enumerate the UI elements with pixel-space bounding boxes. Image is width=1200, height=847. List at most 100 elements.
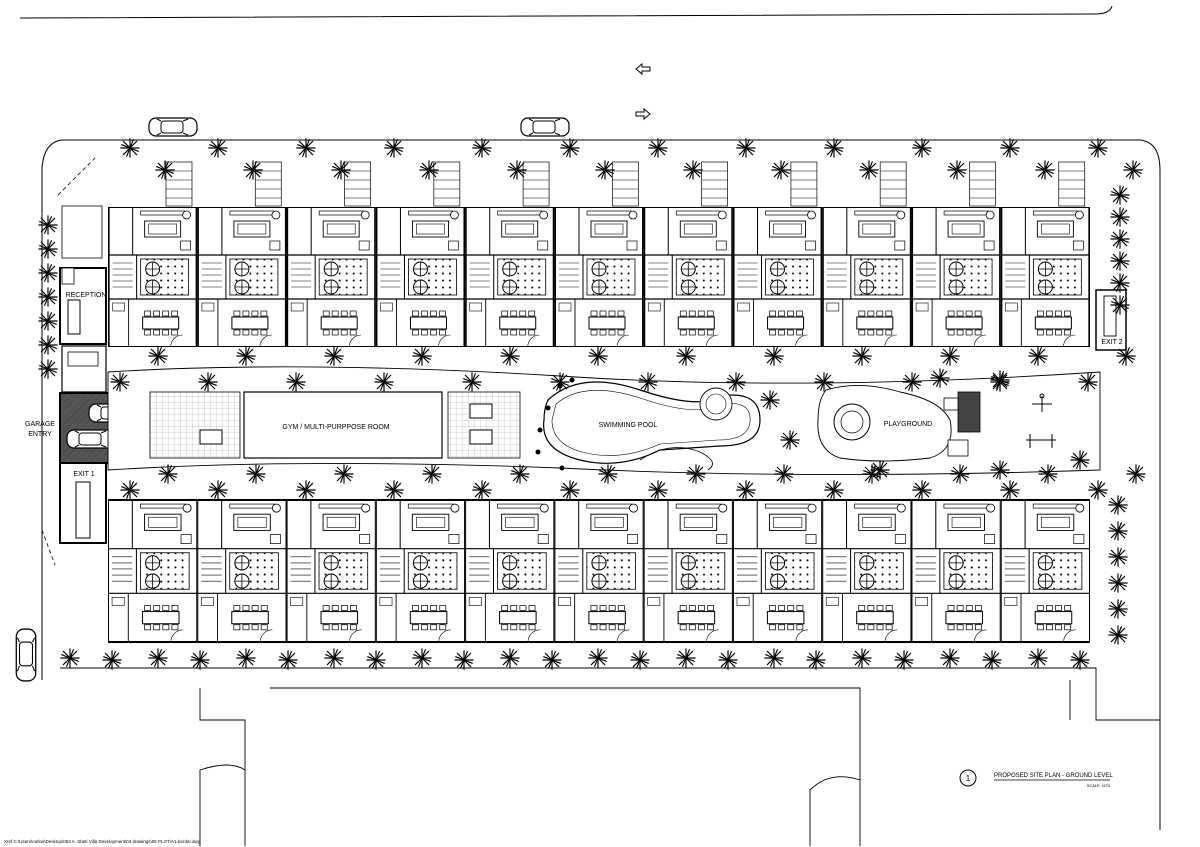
reception-desk <box>67 299 81 335</box>
pool-steps <box>639 447 713 471</box>
palm-tree-icon <box>462 372 482 392</box>
villa-unit-plan <box>108 498 198 644</box>
villa-unit <box>554 498 644 644</box>
palm-tree-icon <box>771 160 791 180</box>
pool-edge <box>551 390 751 456</box>
palm-tree-icon <box>38 239 58 259</box>
stair-icon <box>1103 295 1117 337</box>
palm-tree-icon <box>1110 229 1130 249</box>
palm-tree-icon <box>296 480 316 500</box>
door-icon <box>61 267 75 285</box>
palm-tree-icon <box>419 160 439 180</box>
palm-tree-icon <box>1088 480 1108 500</box>
palm-tree-icon <box>852 648 872 668</box>
palm-tree-icon <box>1110 185 1130 205</box>
palm-tree-icon <box>648 138 668 158</box>
palm-tree-icon <box>1110 295 1130 315</box>
palm-tree-icon <box>155 160 175 180</box>
villa-unit <box>375 207 466 347</box>
palm-tree-icon <box>947 160 967 180</box>
exit-1-label: EXIT 1 <box>73 471 94 478</box>
palm-tree-icon <box>718 650 738 670</box>
villa-unit <box>643 207 733 347</box>
palm-tree-icon <box>324 346 344 366</box>
palm-tree-icon <box>120 138 140 158</box>
villa-unit <box>197 207 287 347</box>
palm-tree-icon <box>1000 480 1020 500</box>
palm-tree-icon <box>120 480 140 500</box>
palm-tree-icon <box>870 460 890 480</box>
entry-steps <box>61 205 103 259</box>
palm-tree-icon <box>912 138 932 158</box>
palm-tree-icon <box>422 464 442 484</box>
palm-tree-icon <box>412 648 432 668</box>
palm-tree-icon <box>1070 450 1090 470</box>
palm-tree-icon <box>990 460 1010 480</box>
palm-tree-icon <box>1110 251 1130 271</box>
terrace-steps <box>879 161 907 207</box>
stair-icon <box>75 481 91 539</box>
villa-unit <box>286 498 376 644</box>
villa-unit <box>732 207 823 347</box>
palm-tree-icon <box>236 648 256 668</box>
villa-unit-plan <box>465 498 555 644</box>
pool-label: SWIMMING POOL <box>599 422 658 429</box>
villa-unit <box>1000 498 1091 644</box>
terrace-steps <box>344 161 371 207</box>
palm-tree-icon <box>60 648 80 668</box>
villa-unit <box>108 498 198 644</box>
villa-unit <box>732 498 823 644</box>
gym-label: GYM / MULTI-PURPPOSE ROOM <box>282 424 389 431</box>
palm-tree-icon <box>148 648 168 668</box>
palm-tree-icon <box>1108 625 1128 645</box>
villa-unit <box>554 207 644 347</box>
terrace-steps <box>701 161 728 207</box>
palm-tree-icon <box>190 650 210 670</box>
palm-tree-icon <box>1110 273 1130 293</box>
palm-tree-icon <box>560 480 580 500</box>
palm-tree-icon <box>676 648 696 668</box>
palm-tree-icon <box>374 372 394 392</box>
garage-entry-label-line1: GARAGE <box>25 421 55 428</box>
villa-unit-plan <box>554 498 644 644</box>
play-equipment <box>947 439 969 457</box>
palm-tree-icon <box>774 464 794 484</box>
playground-label: PLAYGROUND <box>884 421 933 428</box>
palm-tree-icon <box>102 650 122 670</box>
garage-entry-label-line2: ENTRY <box>28 431 52 438</box>
palm-tree-icon <box>824 138 844 158</box>
palm-tree-icon <box>1108 547 1128 567</box>
tiled-terrace-left <box>149 391 241 459</box>
palm-tree-icon <box>990 370 1010 390</box>
palm-tree-icon <box>806 650 826 670</box>
reception-label: RECEPTION <box>66 292 107 299</box>
palm-tree-icon <box>1028 648 1048 668</box>
palm-tree-icon <box>902 372 922 392</box>
exit-stair-2 <box>1095 289 1127 351</box>
car-icon <box>148 117 198 137</box>
palm-tree-icon <box>760 390 780 410</box>
site-boundary-bottom <box>60 667 1160 721</box>
palm-tree-icon <box>648 480 668 500</box>
palm-tree-icon <box>324 648 344 668</box>
palm-tree-icon <box>1070 650 1090 670</box>
palm-tree-icon <box>1000 138 1020 158</box>
palm-tree-icon <box>38 335 58 355</box>
palm-tree-icon <box>824 480 844 500</box>
palm-tree-icon <box>38 215 58 235</box>
terrace-steps <box>969 161 996 207</box>
palm-tree-icon <box>683 160 703 180</box>
drawing-number: 1 <box>966 774 971 783</box>
palm-tree-icon <box>38 359 58 379</box>
palm-tree-icon <box>940 648 960 668</box>
palm-tree-icon <box>110 372 130 392</box>
car-icon <box>520 117 570 137</box>
palm-tree-icon <box>246 464 266 484</box>
terrace-steps <box>433 161 461 207</box>
palm-tree-icon <box>334 464 354 484</box>
car-icon <box>15 628 37 682</box>
villa-unit-plan <box>375 498 466 644</box>
palm-tree-icon <box>384 138 404 158</box>
drawing-scale: SCALE: NTS <box>1087 783 1111 788</box>
palm-tree-icon <box>472 480 492 500</box>
